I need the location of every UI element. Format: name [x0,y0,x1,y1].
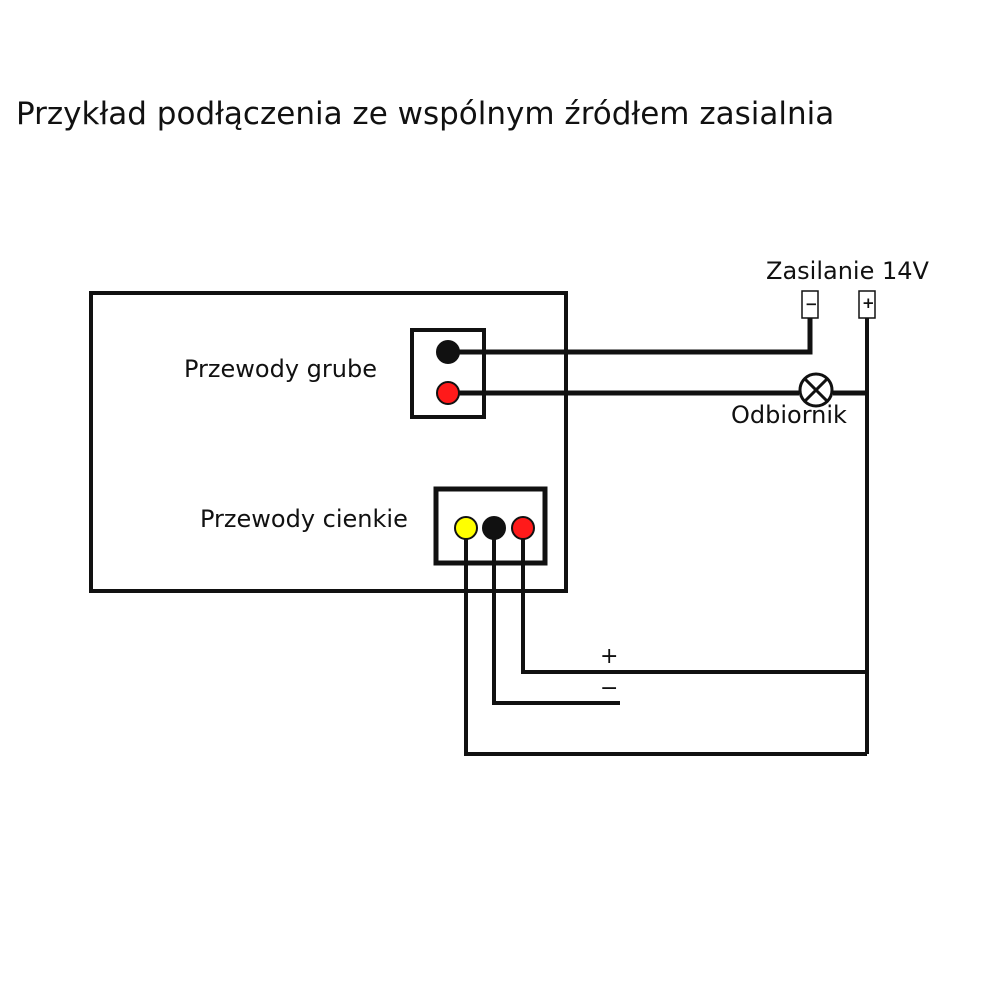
thin-wire-yellow [464,528,867,756]
supply-terminal-positive [858,290,876,319]
thin-wire-red [521,528,867,674]
supply-negative-sign: − [805,295,818,313]
load-lamp-icon [798,372,834,408]
thick-dot-black [436,340,460,364]
thin-dot-red [511,516,535,540]
thin-wires-label: Przewody cienkie [200,505,408,533]
thick-wires-label: Przewody grube [184,355,377,383]
thick-dot-red [436,381,460,405]
thin-dot-yellow [454,516,478,540]
supply-terminal-negative [801,290,819,319]
thin-negative-sign: − [600,676,619,701]
load-label: Odbiornik [731,401,847,429]
page-title: Przykład podłączenia ze wspólnym źródłem… [16,96,835,132]
supply-positive-sign: + [862,294,875,312]
power-supply-label: Zasilanie 14V [766,257,929,285]
thin-positive-sign: + [600,644,619,669]
thin-wire-black [492,528,620,705]
thin-dot-black [482,516,506,540]
thick-wire-negative [448,318,813,355]
device-box [89,291,568,593]
